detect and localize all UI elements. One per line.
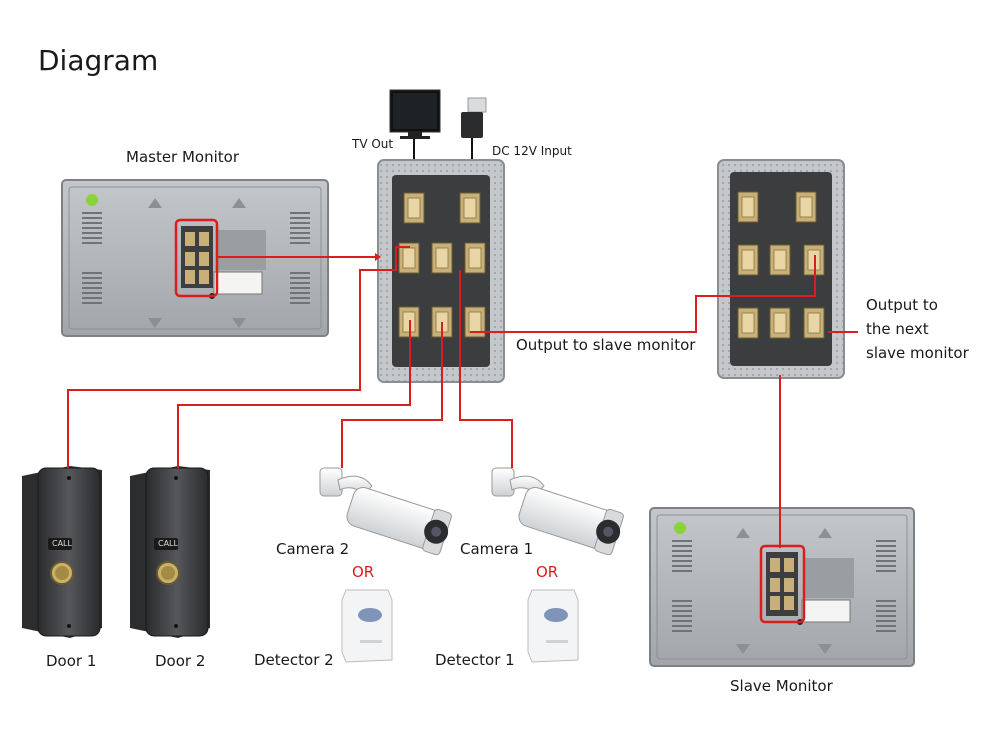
tv-out-label: TV Out [352,137,394,151]
master-monitor-label: Master Monitor [126,148,240,166]
output-next-label-3: slave monitor [866,344,969,362]
output-slave-label: Output to slave monitor [516,336,696,354]
camera-1-label: Camera 1 [460,540,534,558]
slave-monitor [649,507,915,667]
detector-1-icon [527,589,579,663]
door-1-label: Door 1 [46,652,97,670]
or-label-1: OR [536,563,559,581]
detector-1-label: Detector 1 [435,651,515,669]
door-2-call-label: CALL [158,539,178,548]
output-next-label-1: Output to [866,296,938,314]
detector-2-icon [341,589,393,663]
camera-1-icon [491,467,624,556]
slave-monitor-label: Slave Monitor [730,677,833,695]
master-monitor [61,179,329,337]
power-adapter-icon [461,97,487,138]
dc-input-label: DC 12V Input [492,144,572,158]
output-next-label-2: the next [866,320,929,338]
door-2-label: Door 2 [155,652,206,670]
camera-2-icon [319,467,452,556]
door-station-2 [130,466,210,638]
door-station-1 [22,466,102,638]
camera-2-label: Camera 2 [276,540,350,558]
tv-icon [389,89,441,139]
detector-2-label: Detector 2 [254,651,334,669]
or-label-2: OR [352,563,375,581]
door-1-call-label: CALL [52,539,72,548]
wiring-lines [67,246,858,548]
page-title: Diagram [38,44,159,77]
slave-output-board [717,159,845,379]
